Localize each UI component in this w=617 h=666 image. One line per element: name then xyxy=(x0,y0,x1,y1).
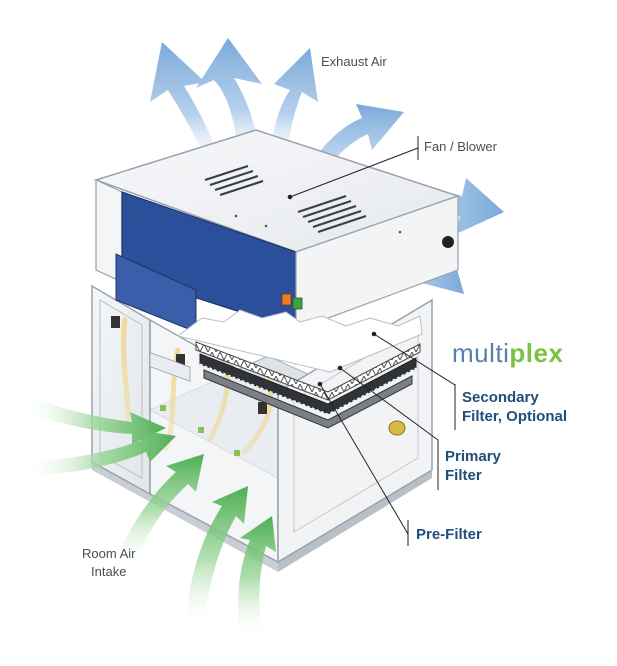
multiplex-logo: multiplex xyxy=(452,338,563,369)
cutaway-torn-edge xyxy=(176,309,423,373)
intake-arrow-4 xyxy=(186,486,248,628)
top-vent-right xyxy=(297,194,367,234)
top-vent-left xyxy=(204,164,264,197)
secondary-filter-label: Secondary Filter, Optional xyxy=(462,388,567,426)
pre-filter-label: Pre-Filter xyxy=(416,526,482,543)
fan-blower-leader xyxy=(289,147,419,198)
intake-arrow-5 xyxy=(238,516,276,640)
exhaust-arrow-1 xyxy=(150,42,224,175)
secondary-filter-layer xyxy=(195,341,421,401)
pre-filter-layer xyxy=(203,369,413,429)
intake-arrow-3 xyxy=(116,454,204,566)
room-air-intake-label: Room Air Intake xyxy=(82,545,135,581)
power-switch-green xyxy=(292,297,303,310)
gas-valve-knob xyxy=(388,420,406,436)
callout-lines xyxy=(287,136,456,546)
room-air-intake-line1: Room Air xyxy=(82,546,136,561)
power-switch-orange xyxy=(281,293,292,306)
secondary-filter-leader xyxy=(373,333,456,386)
primary-filter-label-line1: Primary xyxy=(445,448,501,465)
room-air-intake-arrows xyxy=(20,392,276,640)
brand-part-2: plex xyxy=(509,338,564,368)
filter-stack-cutaway xyxy=(176,309,423,429)
primary-filter-leader xyxy=(339,367,439,441)
room-air-intake-line2: Intake xyxy=(91,564,127,579)
secondary-filter-label-line2: Filter, Optional xyxy=(462,408,568,425)
exhaust-air-label: Exhaust Air xyxy=(321,54,387,69)
top-housing xyxy=(93,129,461,382)
primary-filter-label-line2: Filter xyxy=(445,467,482,484)
brand-part-1: multi xyxy=(452,338,510,368)
secondary-filter-label-line1: Secondary xyxy=(462,389,539,406)
intake-arrow-1 xyxy=(20,392,166,444)
intake-arrow-2 xyxy=(24,430,176,476)
pre-filter-leader xyxy=(319,383,409,535)
fan-blower-label: Fan / Blower xyxy=(424,139,497,154)
primary-filter-label: Primary Filter xyxy=(445,447,501,485)
